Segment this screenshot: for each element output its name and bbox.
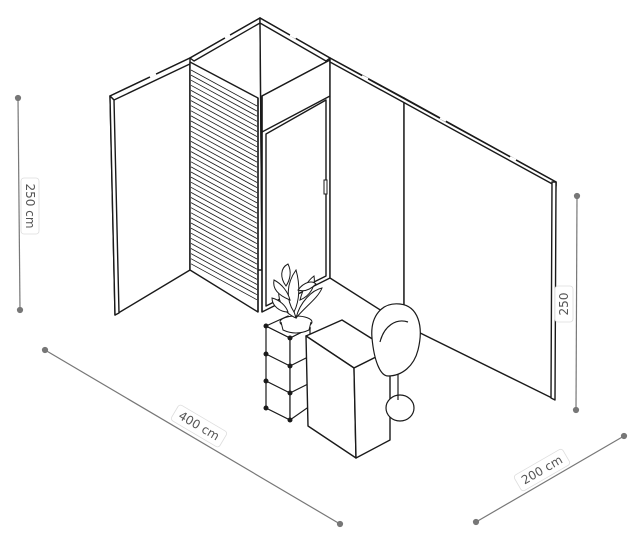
- louvre-slat: [190, 135, 258, 173]
- louvre-slat: [190, 151, 258, 188]
- louvre-slat: [190, 222, 258, 260]
- louvre-slat: [190, 232, 258, 270]
- dim-line-depth-right: [475, 435, 625, 523]
- louvre-slat: [190, 207, 258, 245]
- louvre-slat: [190, 227, 258, 265]
- louvre-slat: [190, 248, 258, 285]
- dim-label-height-right: 250: [554, 285, 574, 323]
- louvre-slat: [190, 74, 258, 112]
- louvre-slat: [190, 130, 258, 168]
- dim-text-height-right: 250: [557, 293, 571, 316]
- louvre-slat: [190, 125, 258, 163]
- dim-label-height-left: 250 cm: [20, 177, 40, 235]
- louvre-slat: [190, 120, 258, 158]
- left-wall-front-edge: [109, 95, 120, 316]
- louvre-slat: [190, 212, 258, 250]
- chair-shell: [371, 303, 421, 377]
- dimension-lines: [14, 94, 628, 528]
- louvre-slat: [190, 192, 258, 229]
- louvre-slat: [190, 105, 258, 143]
- door-handle: [323, 179, 328, 195]
- dim-text-height-left: 250 cm: [23, 183, 37, 228]
- dim-label-depth-right: 200 cm: [513, 448, 571, 492]
- dim-line-height-left: [17, 97, 21, 311]
- louvre-slat: [190, 237, 258, 275]
- louvre-slat: [190, 95, 258, 132]
- louvre-slat: [190, 90, 258, 127]
- louvre-slat: [190, 79, 258, 117]
- louvre-slat: [190, 84, 258, 122]
- louvre-slat: [190, 166, 258, 204]
- chair-base: [385, 394, 415, 422]
- louvre-slat: [190, 258, 258, 296]
- dim-line-height-right: [575, 195, 578, 411]
- louvre-slat: [190, 181, 258, 219]
- right-wall-end-edge: [550, 181, 557, 401]
- louvre-slat: [190, 186, 258, 224]
- louvre-slat: [190, 161, 258, 199]
- reception-counter: [305, 319, 391, 459]
- louvre-slat: [190, 141, 258, 178]
- cabin-top-edge-right: [259, 17, 331, 62]
- louvre-slat: [190, 69, 258, 107]
- louvre-slat: [190, 171, 258, 209]
- louvre-slat: [190, 176, 258, 214]
- louvre-slat: [190, 156, 258, 194]
- louvre-slat: [190, 100, 258, 137]
- louvre-slat: [190, 217, 258, 255]
- cabin-door: [265, 99, 327, 307]
- louvre-slat: [190, 253, 258, 290]
- potted-plant: [271, 263, 323, 334]
- right-back-wall: [329, 57, 405, 326]
- louvre-slat: [190, 263, 258, 301]
- louvres: [190, 69, 258, 301]
- egg-chair: [371, 303, 421, 422]
- louvre-slat: [190, 115, 258, 153]
- louvre-slat: [190, 110, 258, 148]
- dim-line-width-front: [44, 349, 341, 525]
- edge-highlights: [149, 34, 517, 161]
- louvre-slat: [190, 146, 258, 183]
- louvre-slat: [190, 202, 258, 239]
- louvre-slat: [190, 197, 258, 234]
- louvre-slat: [190, 243, 258, 280]
